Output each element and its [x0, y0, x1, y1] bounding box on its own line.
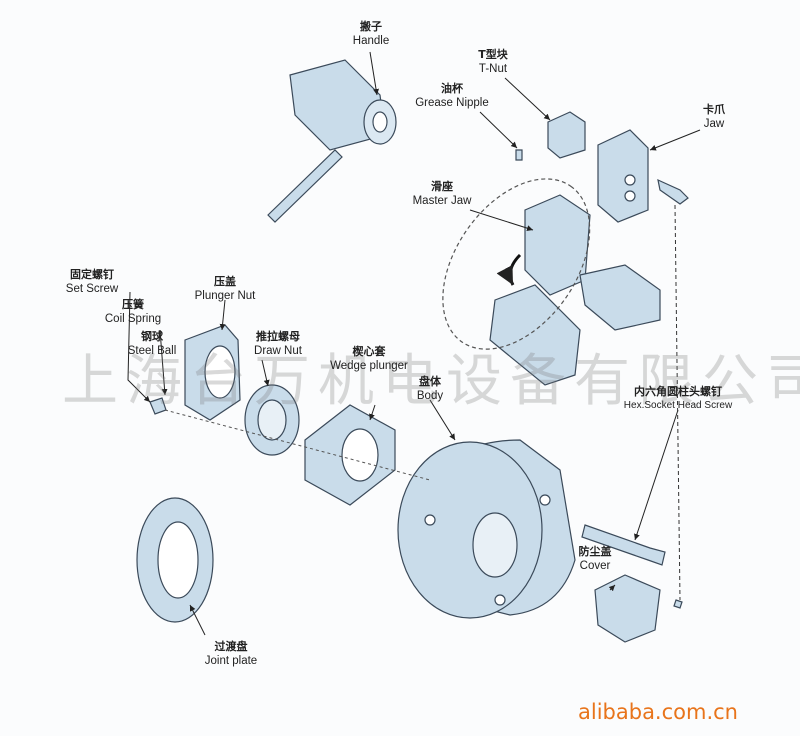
label-draw-nut: 推拉螺母 Draw Nut — [254, 330, 302, 358]
label-en: Coil Spring — [104, 313, 162, 325]
label-cn: 卡爪 — [703, 103, 725, 116]
label-hex-screw: 内六角圆柱头螺钉 Hex.Socket Head Screw — [624, 385, 732, 413]
label-cn: 油杯 — [440, 82, 463, 95]
label-en: Jaw — [703, 118, 725, 130]
cover-part — [594, 574, 661, 643]
label-en: Draw Nut — [254, 345, 302, 357]
wedge-plunger-part — [304, 404, 396, 506]
label-en: T-Nut — [478, 63, 508, 75]
label-cn: 防尘盖 — [578, 545, 612, 558]
label-cn: 钢球 — [141, 330, 163, 343]
label-en: Body — [416, 390, 444, 402]
label-cover: 防尘盖 Cover — [579, 545, 612, 573]
label-en: Set Screw — [65, 283, 119, 295]
label-en: Plunger Nut — [194, 290, 256, 302]
label-cn: 固定螺钉 — [69, 268, 114, 281]
label-set-screw: 固定螺钉 Set Screw — [66, 268, 118, 296]
chuck-body-part — [397, 439, 576, 619]
label-cn: 推拉螺母 — [256, 330, 300, 343]
label-t-nut: T型块 T-Nut — [478, 48, 508, 76]
handle-part — [267, 59, 397, 223]
brand-logo: alibaba.com.cn — [578, 700, 738, 724]
label-coil-spring: 压簧 Coil Spring — [105, 298, 161, 326]
label-cn: 搬子 — [359, 20, 382, 33]
joint-plate-part — [136, 497, 214, 623]
label-en: Master Jaw — [412, 195, 472, 207]
label-cn: 压盖 — [213, 275, 236, 288]
jaw-part — [597, 129, 649, 223]
label-en: Wedge plunger — [330, 360, 408, 372]
grease-nipple-part — [515, 149, 523, 161]
label-cn: 楔心套 — [352, 345, 386, 358]
t-nut-part — [547, 111, 586, 159]
label-cn: 滑座 — [430, 180, 453, 193]
label-en: Steel Ball — [127, 345, 177, 357]
label-en: Hex.Socket Head Screw — [623, 400, 733, 411]
label-en: Cover — [579, 560, 611, 572]
watermark: 上海台万机电设备有限公司 — [62, 349, 800, 414]
label-en: Grease Nipple — [415, 97, 489, 109]
label-cn: 内六角圆柱头螺钉 — [633, 385, 722, 398]
label-en: Joint plate — [204, 655, 258, 667]
hex-screw-part — [581, 524, 666, 566]
label-grease-nipple: 油杯 Grease Nipple — [415, 82, 489, 110]
label-master-jaw: 滑座 Master Jaw — [413, 180, 472, 208]
label-en: Handle — [352, 35, 390, 47]
label-cn: 压簧 — [122, 298, 144, 311]
label-body: 盘体 Body — [417, 375, 443, 403]
label-cn: 盘体 — [419, 375, 441, 388]
draw-nut-part — [244, 384, 300, 456]
jaw-screw-part — [657, 178, 689, 205]
label-wedge-plunger: 楔心套 Wedge plunger — [330, 345, 408, 373]
label-joint-plate: 过渡盘 Joint plate — [205, 640, 257, 668]
label-plunger-nut: 压盖 Plunger Nut — [195, 275, 256, 303]
label-handle: 搬子 Handle — [353, 20, 389, 48]
label-jaw: 卡爪 Jaw — [703, 103, 725, 131]
label-cn: 过渡盘 — [214, 640, 248, 653]
label-steel-ball: 钢球 Steel Ball — [128, 330, 177, 358]
label-cn: T型块 — [478, 48, 508, 61]
